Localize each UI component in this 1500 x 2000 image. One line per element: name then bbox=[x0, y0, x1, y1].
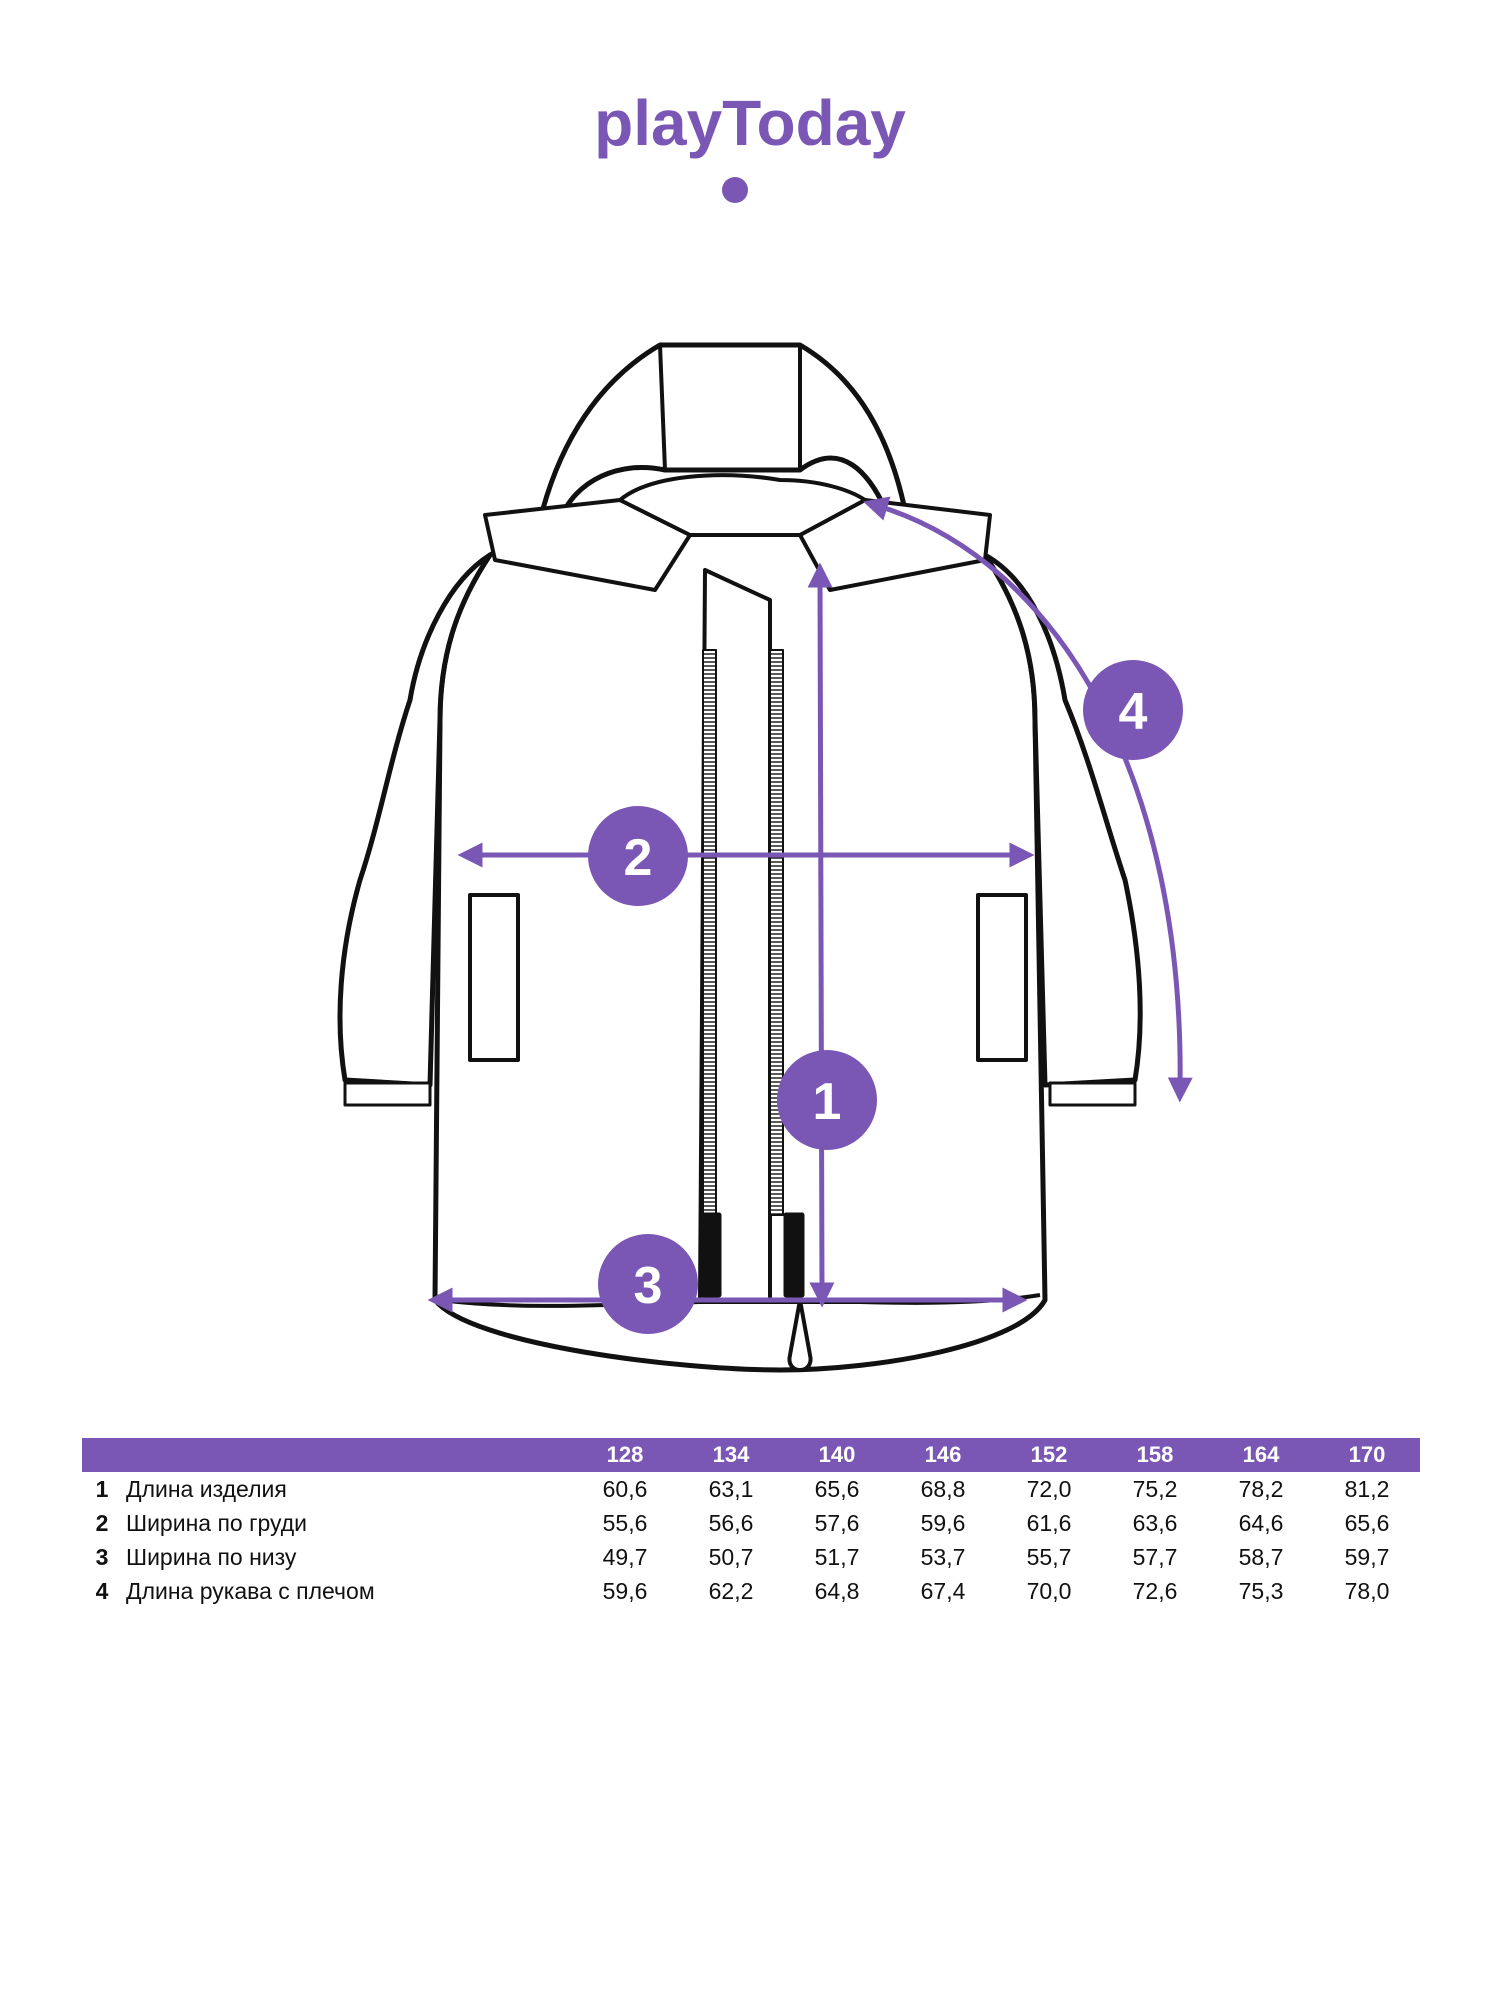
measure-badge-2: 2 bbox=[588, 806, 688, 906]
row-number: 2 bbox=[95, 1509, 109, 1536]
header-num-cell bbox=[82, 1438, 122, 1472]
table-cell: 67,4 bbox=[920, 1577, 966, 1604]
measurement-name: Ширина по груди bbox=[126, 1509, 308, 1536]
size-header-158: 158 bbox=[1102, 1438, 1208, 1472]
table-cell: 72,6 bbox=[1132, 1577, 1178, 1604]
logo-dot bbox=[722, 177, 748, 203]
size-header-128: 128 bbox=[572, 1438, 678, 1472]
table-cell: 63,6 bbox=[1132, 1509, 1178, 1536]
measurement-name: Длина изделия bbox=[126, 1475, 287, 1502]
table-cell: 65,6 bbox=[1344, 1509, 1390, 1536]
measurement-name: Ширина по низу bbox=[126, 1543, 297, 1570]
row-number: 4 bbox=[95, 1577, 109, 1604]
table-cell: 72,0 bbox=[1026, 1475, 1072, 1502]
table-cell: 61,6 bbox=[1026, 1509, 1072, 1536]
table-row: 1 Длина изделия 60,6 63,1 65,6 68,8 72,0… bbox=[82, 1472, 1420, 1506]
table-cell: 75,2 bbox=[1132, 1475, 1178, 1502]
table-cell: 51,7 bbox=[814, 1543, 860, 1570]
table-cell: 65,6 bbox=[814, 1475, 860, 1502]
svg-text:4: 4 bbox=[1119, 683, 1148, 741]
table-cell: 59,6 bbox=[920, 1509, 966, 1536]
table-cell: 57,6 bbox=[814, 1509, 860, 1536]
table-cell: 64,8 bbox=[814, 1577, 860, 1604]
svg-text:1: 1 bbox=[813, 1073, 842, 1131]
table-cell: 59,7 bbox=[1344, 1543, 1390, 1570]
row-number: 1 bbox=[95, 1475, 109, 1502]
table-row: 2 Ширина по груди 55,6 56,6 57,6 59,6 61… bbox=[82, 1506, 1420, 1540]
table-cell: 70,0 bbox=[1026, 1577, 1072, 1604]
svg-text:3: 3 bbox=[634, 1257, 663, 1315]
table-cell: 56,6 bbox=[708, 1509, 754, 1536]
table-row: 4 Длина рукава с плечом 59,6 62,2 64,8 6… bbox=[82, 1574, 1420, 1608]
jacket-diagram: 1 2 3 4 bbox=[337, 342, 1193, 1373]
table-cell: 53,7 bbox=[920, 1543, 966, 1570]
row-number: 3 bbox=[95, 1543, 109, 1570]
measure-badge-1: 1 bbox=[777, 1050, 877, 1150]
size-header-146: 146 bbox=[890, 1438, 996, 1472]
brand-logo: playToday bbox=[594, 87, 906, 203]
table-cell: 64,6 bbox=[1238, 1509, 1284, 1536]
table-cell: 55,7 bbox=[1026, 1543, 1072, 1570]
table-cell: 49,7 bbox=[602, 1543, 648, 1570]
table-cell: 78,2 bbox=[1238, 1475, 1284, 1502]
table-row: 3 Ширина по низу 49,7 50,7 51,7 53,7 55,… bbox=[82, 1540, 1420, 1574]
table-cell: 81,2 bbox=[1344, 1475, 1390, 1502]
svg-text:2: 2 bbox=[624, 829, 653, 887]
table-cell: 59,6 bbox=[602, 1577, 648, 1604]
table-cell: 62,2 bbox=[708, 1577, 754, 1604]
table-cell: 50,7 bbox=[708, 1543, 754, 1570]
measure-line-1 bbox=[807, 562, 835, 1308]
size-header-152: 152 bbox=[996, 1438, 1102, 1472]
table-cell: 57,7 bbox=[1132, 1543, 1178, 1570]
measurement-name: Длина рукава с плечом bbox=[126, 1577, 375, 1604]
header-name-cell bbox=[122, 1438, 572, 1472]
size-header-row: 128 134 140 146 152 158 164 170 bbox=[82, 1438, 1420, 1472]
table-cell: 75,3 bbox=[1238, 1577, 1284, 1604]
logo-text-play: play bbox=[594, 87, 722, 159]
size-header-170: 170 bbox=[1314, 1438, 1420, 1472]
svg-text:playToday: playToday bbox=[594, 87, 906, 159]
size-table: 128 134 140 146 152 158 164 170 1 Длина … bbox=[82, 1438, 1420, 1608]
table-cell: 78,0 bbox=[1344, 1577, 1390, 1604]
measure-badge-4: 4 bbox=[1083, 660, 1183, 760]
size-header-164: 164 bbox=[1208, 1438, 1314, 1472]
table-cell: 58,7 bbox=[1238, 1543, 1284, 1570]
measure-badge-3: 3 bbox=[598, 1234, 698, 1334]
table-cell: 63,1 bbox=[708, 1475, 754, 1502]
size-header-140: 140 bbox=[784, 1438, 890, 1472]
logo-text-today: Today bbox=[722, 87, 906, 159]
table-cell: 60,6 bbox=[602, 1475, 648, 1502]
table-cell: 55,6 bbox=[602, 1509, 648, 1536]
table-cell: 68,8 bbox=[920, 1475, 966, 1502]
size-header-134: 134 bbox=[678, 1438, 784, 1472]
